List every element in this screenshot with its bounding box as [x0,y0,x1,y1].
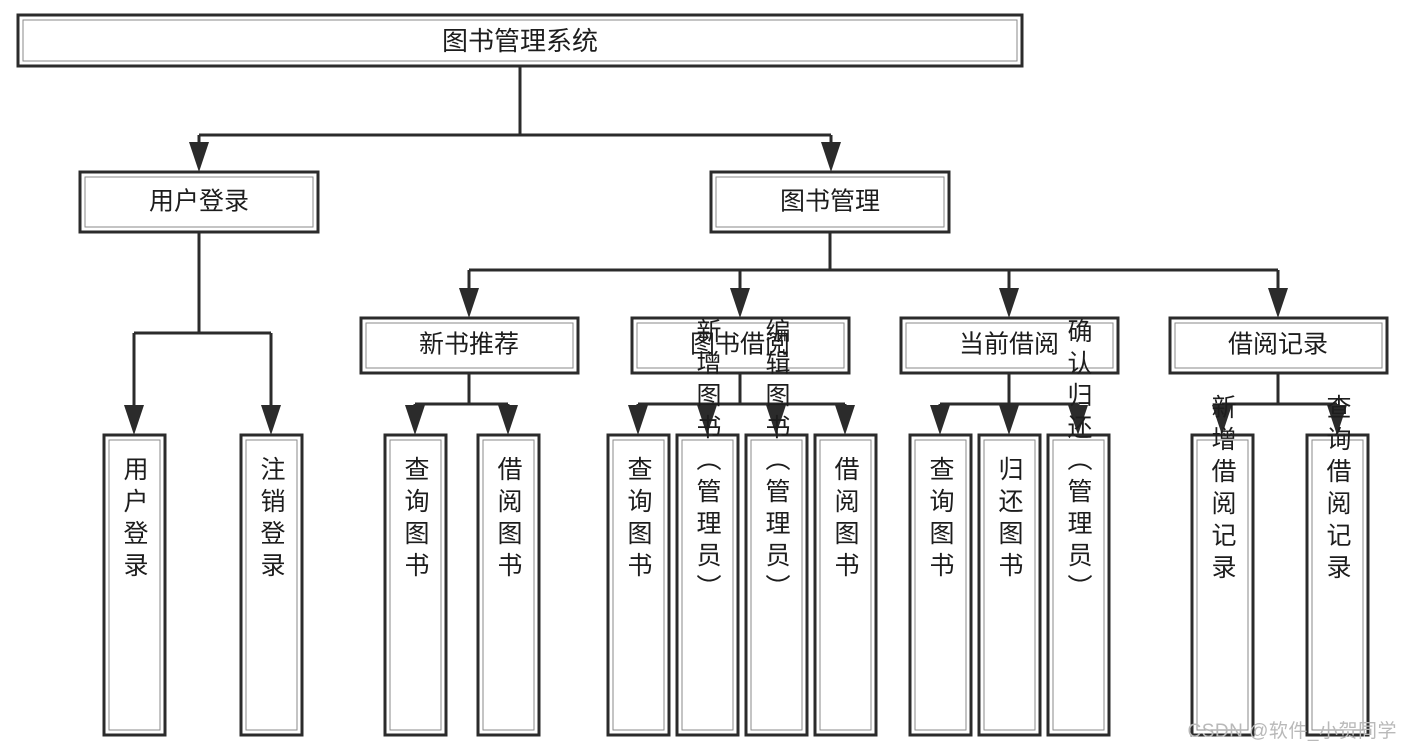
arrow-head-level3-4 [1268,288,1288,318]
arrow-head-leaf-user-login-1 [124,405,144,435]
node-book-manage[interactable]: 图书管理 [709,170,951,234]
borrow-record-box-inner [1174,322,1383,369]
leaf-box [606,433,671,737]
user-login-box-inner [84,176,314,228]
leaf-box-inner [108,439,161,731]
leaf-label-br-1: 新增借阅记录 [1208,394,1237,586]
leaf-label-cb-1: 查询图书 [926,456,955,584]
book-borrow-box-inner [636,322,845,369]
leaf-box-inner [1311,439,1364,731]
root-box-inner [22,19,1018,62]
leaf-label-cb-2: 归还图书 [995,456,1024,584]
leaf-node-cb-3[interactable]: 确认归还（管理员） [1046,318,1111,737]
arrow-head-nbr-1 [405,405,425,435]
leaf-label-bb-1: 查询图书 [624,456,653,584]
leaf-box-inner [750,439,803,731]
root-label: 图书管理系统 [442,26,598,56]
leaf-box [383,433,448,737]
leaf-node-br-1[interactable]: 新增借阅记录 [1190,394,1255,737]
leaf-box [239,433,304,737]
borrow-record-label: 借阅记录 [1228,331,1328,359]
arrow-head-bb-2 [697,405,717,435]
leaf-label-nbr-1: 查询图书 [401,456,430,584]
node-new-book-recommend[interactable]: 新书推荐 [359,316,580,375]
current-borrow-label: 当前借阅 [959,331,1059,359]
book-borrow-label: 图书借阅 [690,331,790,359]
leaf-box-inner [1196,439,1249,731]
arrow-head-cb-1 [930,405,950,435]
leaf-label-bb-4: 借阅图书 [831,456,860,584]
root-box [16,13,1024,68]
book-manage-label: 图书管理 [780,188,880,216]
node-root[interactable]: 图书管理系统 [16,13,1024,68]
arrow-head-nbr-2 [498,405,518,435]
leaf-node-bb-1[interactable]: 查询图书 [606,433,671,737]
leaf-label-nbr-2: 借阅图书 [494,456,523,584]
user-login-label: 用户登录 [149,188,249,216]
arrow-head-cb-2 [999,405,1019,435]
leaf-node-bb-2[interactable]: 新增图书（管理员） [675,318,740,737]
leaf-box-inner [389,439,442,731]
leaf-box-inner [681,439,734,731]
arrow-head-cb-3 [1068,405,1088,435]
leaf-box [102,433,167,737]
new-book-recommend-box-inner [365,322,574,369]
node-borrow-record[interactable]: 借阅记录 [1168,316,1389,375]
leaf-box [476,433,541,737]
leaf-box [744,433,809,737]
leaf-node-bb-3[interactable]: 编辑图书（管理员） [744,318,809,737]
leaf-box-inner [819,439,872,731]
current-borrow-box-inner [905,322,1114,369]
leaf-box [1190,433,1255,737]
arrow-head-bb-1 [628,405,648,435]
leaf-box [675,433,740,737]
arrow-head-br-2 [1327,405,1347,435]
node-current-borrow[interactable]: 当前借阅 [899,316,1120,375]
arrow-head-bb-3 [766,405,786,435]
leaf-box-inner [482,439,535,731]
leaf-box-inner [245,439,298,731]
arrow-head-leaf-user-login-2 [261,405,281,435]
arrow-head-br-1 [1212,405,1232,435]
new-book-recommend-box [359,316,580,375]
arrow-head-bb-4 [835,405,855,435]
new-book-recommend-label: 新书推荐 [419,331,519,359]
node-book-borrow[interactable]: 图书借阅 [630,316,851,375]
leaf-label-br-2: 查询借阅记录 [1323,394,1352,586]
node-user-login[interactable]: 用户登录 [78,170,320,234]
book-manage-box-inner [715,176,945,228]
book-manage-box [709,170,951,234]
leaf-node-bb-4[interactable]: 借阅图书 [813,433,878,737]
leaf-box [1305,433,1370,737]
leaf-label-cb-3: 确认归还（管理员） [1064,318,1093,606]
leaf-node-cb-2[interactable]: 归还图书 [977,433,1042,737]
leaf-node-user-login-1[interactable]: 用户登录 [102,433,167,737]
arrow-head-level3-1 [459,288,479,318]
leaf-label-bb-2: 新增图书（管理员） [693,318,722,606]
leaf-node-user-login-2[interactable]: 注销登录 [239,433,304,737]
leaf-box-inner [612,439,665,731]
leaf-box [1046,433,1111,737]
leaf-box-inner [1052,439,1105,731]
leaf-label-user-login-1: 用户登录 [120,456,149,584]
leaf-node-br-2[interactable]: 查询借阅记录 [1305,394,1370,737]
leaf-label-bb-3: 编辑图书（管理员） [762,318,791,606]
leaf-box-inner [983,439,1036,731]
leaf-node-nbr-1[interactable]: 查询图书 [383,433,448,737]
leaf-box [908,433,973,737]
leaf-node-nbr-2[interactable]: 借阅图书 [476,433,541,737]
arrow-head-user-login [189,142,209,172]
arrow-head-level3-3 [999,288,1019,318]
leaf-box-inner [914,439,967,731]
arrow-head-level3-2 [730,288,750,318]
leaf-label-user-login-2: 注销登录 [257,456,286,584]
leaf-node-cb-1[interactable]: 查询图书 [908,433,973,737]
arrow-head-book-manage [821,142,841,172]
leaf-box [977,433,1042,737]
leaf-box [813,433,878,737]
